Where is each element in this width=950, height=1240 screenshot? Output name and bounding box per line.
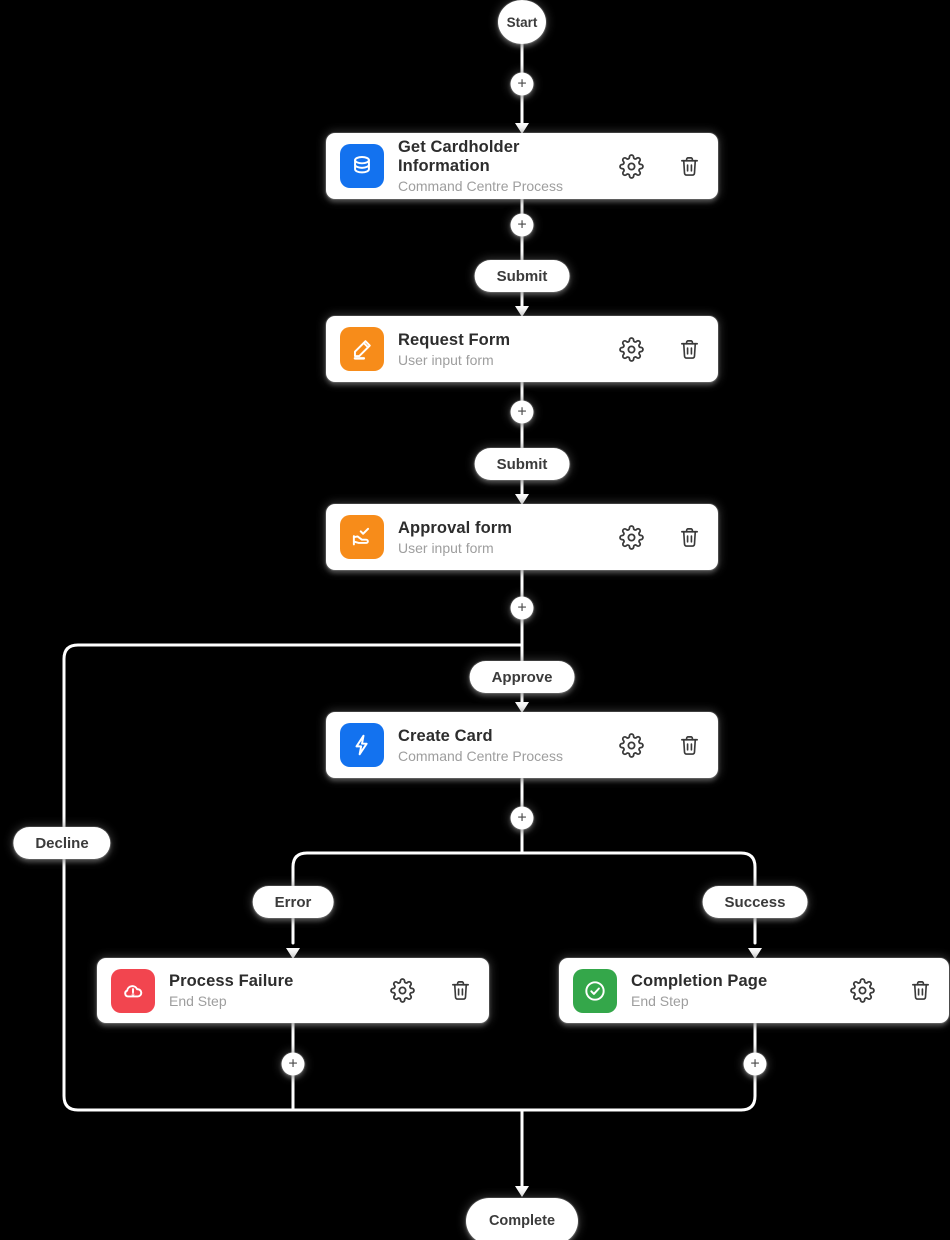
delete-button[interactable] [674, 730, 704, 760]
arrowhead [515, 702, 529, 713]
add-step-button[interactable]: + [743, 1052, 767, 1076]
pencil-icon [340, 327, 384, 371]
step-card-approval-form[interactable]: Approval form User input form [326, 504, 718, 570]
step-card-completion-page[interactable]: Completion Page End Step [559, 958, 949, 1023]
edge-label-error: Error [252, 886, 334, 918]
check-circle-icon [573, 968, 617, 1013]
arrowhead [748, 948, 762, 959]
hand-check-icon [340, 515, 384, 559]
trash-icon [680, 527, 698, 547]
arrowhead [286, 948, 300, 959]
step-subtitle: End Step [169, 993, 227, 1009]
gear-icon [618, 524, 644, 550]
gear-icon [618, 732, 644, 758]
delete-button[interactable] [445, 976, 475, 1006]
edge-label-submit-1: Submit [474, 260, 570, 292]
step-subtitle: Command Centre Process [398, 747, 563, 764]
edge-label-decline: Decline [13, 827, 111, 859]
add-step-button[interactable]: + [510, 806, 534, 830]
step-card-process-failure[interactable]: Process Failure End Step [97, 958, 489, 1023]
settings-button[interactable] [616, 334, 646, 364]
delete-button[interactable] [905, 976, 935, 1006]
arrowhead [515, 494, 529, 505]
step-title: Create Card [398, 726, 493, 745]
settings-button[interactable] [616, 522, 646, 552]
step-title: Completion Page [631, 972, 768, 990]
add-step-button[interactable]: + [510, 596, 534, 620]
delete-button[interactable] [674, 151, 704, 181]
gear-icon [849, 978, 875, 1003]
step-card-get-cardholder-information[interactable]: Get Cardholder Information Command Centr… [326, 133, 718, 199]
add-step-button[interactable]: + [510, 72, 534, 96]
arrowhead [515, 1186, 529, 1197]
delete-button[interactable] [674, 522, 704, 552]
arrowhead [515, 306, 529, 317]
step-subtitle: End Step [631, 993, 689, 1009]
trash-icon [680, 735, 698, 755]
add-step-button[interactable]: + [281, 1052, 305, 1076]
gear-icon [618, 336, 644, 362]
step-title: Get Cardholder Information [398, 138, 520, 175]
complete-node: Complete [466, 1198, 578, 1240]
edge-label-approve: Approve [469, 661, 575, 693]
delete-button[interactable] [674, 334, 704, 364]
settings-button[interactable] [616, 151, 646, 181]
step-subtitle: User input form [398, 539, 494, 556]
add-step-button[interactable]: + [510, 400, 534, 424]
cloud-alert-icon [111, 968, 155, 1013]
add-step-button[interactable]: + [510, 213, 534, 237]
lightning-icon [340, 723, 384, 767]
trash-icon [680, 339, 698, 359]
settings-button[interactable] [847, 976, 877, 1006]
step-subtitle: User input form [398, 351, 494, 368]
trash-icon [680, 156, 698, 176]
step-title: Request Form [398, 330, 511, 349]
settings-button[interactable] [616, 730, 646, 760]
edge-label-success: Success [702, 886, 808, 918]
step-subtitle: Command Centre Process [398, 178, 563, 194]
edge-label-submit-2: Submit [474, 448, 570, 480]
settings-button[interactable] [387, 976, 417, 1006]
trash-icon [911, 981, 929, 1000]
step-card-create-card[interactable]: Create Card Command Centre Process [326, 712, 718, 778]
gear-icon [389, 978, 415, 1003]
database-icon [340, 144, 384, 188]
trash-icon [451, 981, 469, 1000]
step-card-request-form[interactable]: Request Form User input form [326, 316, 718, 382]
step-title: Process Failure [169, 972, 294, 990]
gear-icon [618, 153, 644, 179]
step-title: Approval form [398, 518, 513, 537]
arrowhead [515, 123, 529, 134]
start-node: Start [498, 0, 546, 44]
